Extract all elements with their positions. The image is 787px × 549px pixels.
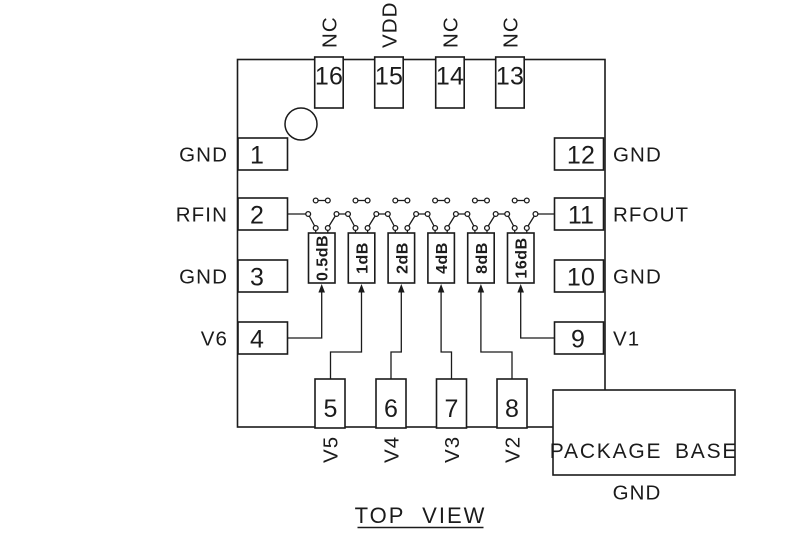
package-base-label: PACKAGE BASE [550, 440, 738, 463]
pin-box-16 [313, 56, 345, 109]
pin-box-11 [553, 197, 605, 231]
pin-box-9 [553, 321, 605, 355]
attenuator-blocks: 0.5dB 1dB 2dB 4dB 8dB 16dB [307, 232, 535, 284]
attenuator-value-label: 4dB [434, 242, 451, 274]
pin-label-v5: V5 [320, 436, 343, 463]
package-base-gnd-label: GND [613, 482, 662, 505]
package-base-box [552, 389, 736, 476]
attenuator-block-8db [466, 232, 496, 284]
attenuator-block-1db [347, 232, 376, 284]
pin-number-10: 10 [567, 264, 595, 292]
pin-label-v2: V2 [502, 436, 525, 463]
pin-label-v1: V1 [613, 328, 640, 351]
pin-box-7 [435, 378, 468, 429]
pin-box-3 [237, 259, 289, 293]
pin-number-15: 15 [375, 63, 403, 91]
pin-number-9: 9 [571, 326, 585, 354]
pin-label-vdd: VDD [379, 1, 402, 48]
pin-number-6: 6 [384, 395, 398, 423]
page-title: TOP VIEW [355, 503, 487, 528]
attenuator-block-0-5db [307, 232, 336, 284]
pin-number-8: 8 [505, 395, 519, 423]
pin-label-v3: V3 [441, 436, 464, 463]
pin-box-10 [553, 259, 605, 293]
attenuator-block-2db [387, 232, 416, 284]
pin-label-gnd-12: GND [613, 144, 662, 167]
pin-label-gnd-3: GND [179, 266, 228, 289]
pins-top: 16 15 14 13 NC VDD NC NC [313, 1, 526, 109]
pin-box-13 [494, 56, 526, 109]
pin-number-16: 16 [315, 63, 343, 91]
switch-contacts [305, 197, 539, 232]
pin-number-2: 2 [250, 202, 264, 230]
pin-label-rfout: RFOUT [613, 204, 689, 227]
pin-box-5 [314, 378, 346, 429]
pin-number-3: 3 [250, 264, 264, 292]
pin-number-11: 11 [568, 202, 594, 230]
attenuator-value-label: 8dB [474, 242, 491, 274]
pin-number-7: 7 [444, 395, 458, 423]
attenuator-value-label: 0.5dB [315, 235, 332, 281]
pin-label-gnd-1: GND [179, 144, 228, 167]
pin-number-13: 13 [496, 63, 524, 91]
pins-left: 1 2 3 4 GND RFIN GND V6 [176, 137, 289, 355]
pin-number-12: 12 [567, 142, 595, 170]
attenuator-value-label: 2dB [394, 242, 411, 274]
attenuator-value-label: 16dB [514, 237, 531, 278]
pin-box-6 [375, 378, 407, 429]
pin1-indicator-circle [284, 107, 318, 141]
pin-number-14: 14 [436, 63, 464, 91]
pin-label-v6: V6 [201, 328, 228, 351]
pin-box-8 [496, 378, 528, 429]
attenuator-block-4db [427, 232, 456, 284]
pin-label-rfin: RFIN [176, 204, 228, 227]
pin-label-gnd-10: GND [613, 266, 662, 289]
pin-label-nc-16: NC [319, 16, 342, 48]
chip-outline [236, 58, 606, 428]
control-lines [287, 284, 555, 379]
pin-box-4 [237, 321, 289, 355]
pin-box-15 [373, 56, 405, 109]
pins-bottom: 5 6 7 8 V5 V4 V3 V2 [314, 378, 528, 463]
attenuator-block-16db [506, 232, 535, 284]
pin-box-2 [237, 197, 289, 231]
pin-number-5: 5 [323, 395, 337, 423]
pin-box-1 [237, 137, 289, 171]
control-arrowheads [318, 284, 524, 293]
pin-label-nc-14: NC [440, 16, 463, 48]
pin-box-14 [434, 56, 466, 109]
pin-number-1: 1 [250, 142, 264, 170]
pins-right: 12 11 10 9 GND RFOUT GND V1 [553, 137, 689, 355]
pin-number-4: 4 [250, 326, 264, 354]
pin-label-v4: V4 [381, 436, 404, 463]
attenuator-value-label: 1dB [355, 242, 372, 274]
pin-label-nc-13: NC [500, 16, 523, 48]
pin-box-12 [553, 137, 605, 171]
